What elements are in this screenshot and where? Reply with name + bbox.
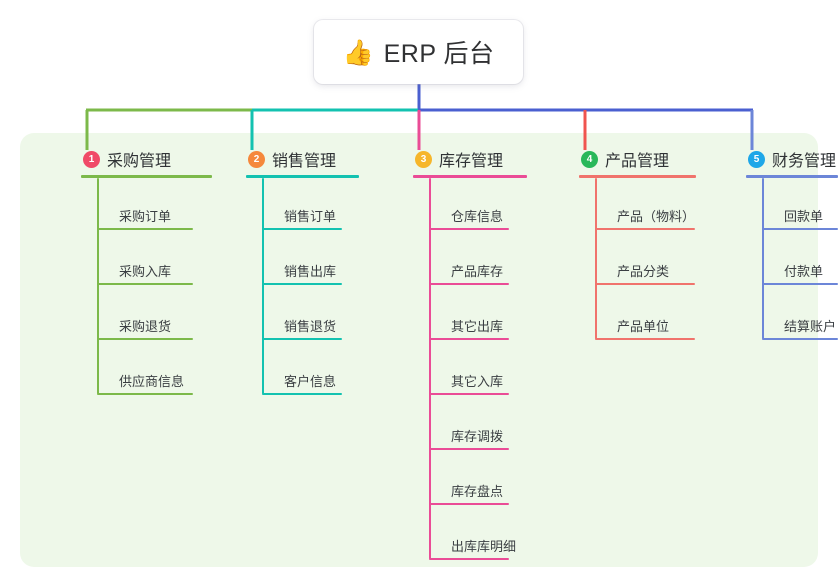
- branch-leaf-label: 出库库明细: [451, 539, 517, 554]
- branch-leaf-rule: [595, 283, 695, 285]
- branch-leaf-label: 付款单: [784, 264, 824, 279]
- branch-title: 财务管理: [772, 153, 837, 170]
- branch-leaf-item[interactable]: 供应商信息: [97, 374, 193, 395]
- branch-columns: 1 采购管理采购订单采购入库采购退货供应商信息 2 销售管理销售订单销售出库销售退货客…: [20, 133, 838, 567]
- branch-leaf-label: 其它入库: [451, 374, 504, 389]
- branch-leaf-rule: [762, 338, 838, 340]
- branch-leaf-item[interactable]: 采购退货: [97, 319, 193, 340]
- branch-leaf-label: 结算账户: [784, 319, 837, 334]
- branch-leaf-item[interactable]: 付款单: [762, 264, 838, 285]
- branch-spine: [429, 178, 431, 559]
- branch-leaf-rule: [262, 393, 342, 395]
- branch-leaf-label: 供应商信息: [119, 374, 185, 389]
- branch-leaf-item[interactable]: 采购订单: [97, 209, 193, 230]
- branch-leaf-rule: [429, 393, 509, 395]
- branch-spine: [595, 178, 597, 339]
- branch-leaf-rule: [262, 228, 342, 230]
- branch-leaf-item[interactable]: 产品分类: [595, 264, 695, 285]
- branch-leaf-item[interactable]: 采购入库: [97, 264, 193, 285]
- branch-leaf-rule: [429, 228, 509, 230]
- branch-number-badge: 1: [83, 150, 100, 168]
- branch-leaf-label: 销售出库: [284, 264, 337, 279]
- branch-leaf-item[interactable]: 产品单位: [595, 319, 695, 340]
- branch-leaf-rule: [97, 393, 193, 395]
- branch-leaf-rule: [262, 283, 342, 285]
- branch-leaf-item[interactable]: 结算账户: [762, 319, 838, 340]
- branch-leaf-item[interactable]: 库存盘点: [429, 484, 509, 505]
- branch-leaf-item[interactable]: 产品（物料）: [595, 209, 695, 230]
- branch-header-5[interactable]: 5 财务管理: [748, 147, 836, 171]
- thumbs-up-icon: 👍: [342, 38, 374, 67]
- branch-leaf-item[interactable]: 产品库存: [429, 264, 509, 285]
- branch-header-4[interactable]: 4 产品管理: [581, 147, 669, 171]
- branch-header-2[interactable]: 2 销售管理: [248, 147, 336, 171]
- branch-leaf-rule: [429, 338, 509, 340]
- branch-title: 库存管理: [439, 153, 504, 170]
- branch-leaf-rule: [97, 283, 193, 285]
- branch-leaf-item[interactable]: 回款单: [762, 209, 838, 230]
- branch-leaf-rule: [762, 283, 838, 285]
- root-node-title: ERP 后台: [383, 40, 495, 68]
- branch-title: 采购管理: [107, 153, 172, 170]
- branch-title: 产品管理: [605, 153, 670, 170]
- root-node-content: 👍 ERP 后台: [342, 34, 494, 70]
- branch-leaf-label: 产品库存: [451, 264, 504, 279]
- branch-leaf-rule: [429, 558, 509, 560]
- branch-header-rule: [413, 175, 527, 178]
- branch-leaf-label: 其它出库: [451, 319, 504, 334]
- branch-leaf-label: 库存盘点: [451, 484, 504, 499]
- branch-header-3[interactable]: 3 库存管理: [415, 147, 503, 171]
- branch-header-rule: [246, 175, 359, 178]
- branch-spine: [262, 178, 264, 394]
- root-node-card[interactable]: 👍 ERP 后台: [314, 20, 523, 84]
- branch-leaf-label: 仓库信息: [451, 209, 504, 224]
- branch-leaf-label: 产品（物料）: [617, 209, 696, 224]
- branch-header-1[interactable]: 1 采购管理: [83, 147, 171, 171]
- branch-number-badge: 4: [581, 150, 598, 168]
- branch-leaf-rule: [429, 448, 509, 450]
- branch-leaf-item[interactable]: 销售订单: [262, 209, 342, 230]
- branch-spine: [762, 178, 764, 339]
- branch-leaf-label: 销售退货: [284, 319, 337, 334]
- branch-leaf-label: 采购订单: [119, 209, 172, 224]
- branch-leaf-item[interactable]: 其它出库: [429, 319, 509, 340]
- diagram-background-panel: [20, 133, 818, 567]
- branch-header-rule: [579, 175, 696, 178]
- branch-header-rule: [81, 175, 212, 178]
- branch-number-badge: 3: [415, 150, 432, 168]
- branch-leaf-rule: [429, 283, 509, 285]
- branch-leaf-rule: [262, 338, 342, 340]
- branch-number-badge: 2: [248, 150, 265, 168]
- branch-leaf-label: 客户信息: [284, 374, 337, 389]
- branch-leaf-label: 采购入库: [119, 264, 172, 279]
- branch-leaf-label: 产品分类: [617, 264, 670, 279]
- branch-leaf-label: 产品单位: [617, 319, 670, 334]
- branch-leaf-rule: [595, 338, 695, 340]
- branch-spine: [97, 178, 99, 394]
- branch-leaf-rule: [595, 228, 695, 230]
- branch-leaf-rule: [429, 503, 509, 505]
- branch-leaf-rule: [97, 228, 193, 230]
- branch-leaf-label: 销售订单: [284, 209, 337, 224]
- branch-leaf-rule: [97, 338, 193, 340]
- branch-leaf-item[interactable]: 仓库信息: [429, 209, 509, 230]
- branch-leaf-label: 采购退货: [119, 319, 172, 334]
- branch-leaf-label: 回款单: [784, 209, 824, 224]
- branch-number-badge: 5: [748, 150, 765, 168]
- branch-leaf-item[interactable]: 客户信息: [262, 374, 342, 395]
- branch-title: 销售管理: [272, 153, 337, 170]
- branch-leaf-rule: [762, 228, 838, 230]
- branch-leaf-item[interactable]: 出库库明细: [429, 539, 516, 560]
- branch-leaf-item[interactable]: 销售出库: [262, 264, 342, 285]
- branch-leaf-item[interactable]: 其它入库: [429, 374, 509, 395]
- branch-header-rule: [746, 175, 838, 178]
- branch-leaf-item[interactable]: 销售退货: [262, 319, 342, 340]
- branch-leaf-label: 库存调拨: [451, 429, 504, 444]
- branch-leaf-item[interactable]: 库存调拨: [429, 429, 509, 450]
